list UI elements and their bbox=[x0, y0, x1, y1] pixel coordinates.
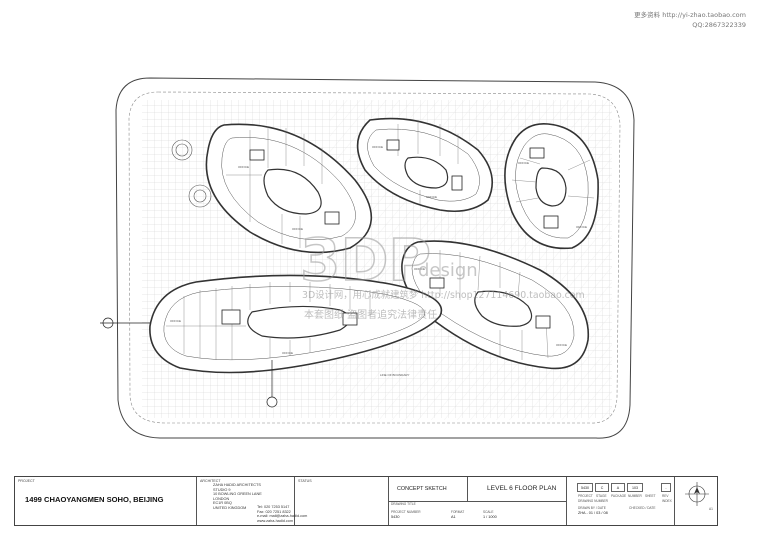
format-value: A1 bbox=[451, 515, 456, 519]
section-marker bbox=[100, 317, 278, 408]
contact-line: Tel: 020 7253 5147 bbox=[257, 505, 290, 509]
code-label: NUMBER bbox=[628, 494, 642, 498]
sheet-type: CONCEPT SKETCH bbox=[397, 486, 447, 492]
north-label: A1 bbox=[709, 507, 713, 511]
center-watermark: 3DP design 3D设计网，用心成就建筑梦 http://shop1271… bbox=[299, 225, 585, 321]
room-label: OFFICE bbox=[518, 161, 529, 165]
watermark-top: 更多资料 http://yi-zhao.taobao.com QQ:286732… bbox=[634, 10, 746, 30]
code-label: REV bbox=[662, 494, 669, 498]
project-number-label: PROJECT NUMBER bbox=[391, 510, 421, 514]
architect-cell: ARCHITECT ZAHA HADID ARCHITECTS STUDIO 9… bbox=[197, 477, 307, 525]
sheet-title: LEVEL 6 FLOOR PLAN bbox=[487, 485, 557, 492]
drawn-by: ZHA - 01 / 03 / 08 bbox=[578, 511, 608, 515]
room-label: OFFICE bbox=[556, 343, 567, 347]
architect-line: STUDIO 9 bbox=[213, 487, 231, 492]
code-box: - bbox=[661, 483, 671, 492]
code-label: SHEET bbox=[645, 494, 656, 498]
title-block: PROJECT 1499 CHAOYANGMEN SOHO, BEIJING A… bbox=[14, 476, 718, 526]
format-label: FORMAT bbox=[451, 510, 465, 514]
building-lower-right: OFFICE OFFICE bbox=[401, 240, 590, 370]
building-right: OFFICE OFFICE bbox=[504, 122, 599, 250]
architect-address: ZAHA HADID ARCHITECTS STUDIO 9 10 BOWLIN… bbox=[213, 483, 262, 511]
architect-line: LONDON bbox=[213, 496, 230, 501]
watermark-logo: 3DP bbox=[300, 226, 431, 294]
north-cell: A1 bbox=[675, 477, 717, 525]
room-label: OFFICE bbox=[238, 165, 249, 169]
code-box: 5430 bbox=[577, 483, 593, 492]
code-box: 103 bbox=[627, 483, 643, 492]
drawing-title-label: DRAWING TITLE bbox=[391, 502, 416, 506]
watermark-qq: QQ:2867322339 bbox=[692, 21, 746, 29]
watermark-notice: 本套图纸 盗图者追究法律责任 bbox=[304, 308, 437, 321]
architect-line: EC1R 0BQ bbox=[213, 501, 232, 506]
room-label: OFFICE bbox=[170, 319, 181, 323]
contact-line: Fax: 020 7251 8322 bbox=[257, 509, 291, 514]
drawn-by-label: DRAWN BY / DATE bbox=[578, 506, 606, 510]
watermark-url: 更多资料 http://yi-zhao.taobao.com bbox=[634, 11, 746, 19]
code-label: PROJECT bbox=[578, 494, 593, 498]
building-bottom-left: OFFICE OFFICE bbox=[149, 274, 443, 374]
project-label: PROJECT bbox=[18, 479, 35, 483]
room-label: OFFICE bbox=[282, 351, 293, 355]
north-arrow-icon bbox=[685, 482, 709, 506]
tree-symbol bbox=[171, 139, 212, 208]
scale-value: 1 / 1000 bbox=[483, 515, 497, 519]
room-label: OFFICE bbox=[372, 145, 383, 149]
architect-label: ARCHITECT bbox=[200, 479, 221, 483]
status-label: STATUS bbox=[298, 479, 312, 483]
code-box: C bbox=[595, 483, 609, 492]
architect-contact: Tel: 020 7253 5147 Fax: 020 7251 8322 e-… bbox=[257, 505, 307, 523]
project-number: 5430 bbox=[391, 515, 400, 519]
room-label: OFFICE bbox=[426, 195, 437, 199]
code-box: A bbox=[611, 483, 625, 492]
code-label: PACKAGE bbox=[611, 494, 627, 498]
project-cell: PROJECT 1499 CHAOYANGMEN SOHO, BEIJING bbox=[15, 477, 197, 525]
drawing-number-cell: 5430 C A 103 - PROJECT STAGE PACKAGE NUM… bbox=[567, 477, 675, 525]
index-label: INDEX bbox=[662, 499, 672, 503]
status-cell: STATUS bbox=[295, 477, 389, 525]
drawing-number-label: DRAWING NUMBER bbox=[578, 499, 608, 503]
room-label: OFFICE bbox=[576, 225, 587, 229]
sheet-cell: CONCEPT SKETCH LEVEL 6 FLOOR PLAN DRAWIN… bbox=[389, 477, 567, 525]
watermark-logo-suffix: design bbox=[418, 260, 478, 281]
project-name: 1499 CHAOYANGMEN SOHO, BEIJING bbox=[25, 495, 164, 504]
architect-line: UNITED KINGDOM bbox=[213, 505, 247, 510]
building-top-left: OFFICE OFFICE bbox=[205, 123, 373, 254]
checked-label: CHECKED / DATE bbox=[629, 506, 656, 510]
boundary-label: LINE OF BOUNDARY bbox=[380, 373, 409, 377]
room-label: OFFICE bbox=[414, 267, 425, 271]
watermark-url-text: 3D设计网，用心成就建筑梦 http://shop127114690.taoba… bbox=[302, 289, 585, 301]
site-inner-boundary bbox=[128, 91, 621, 424]
building-top-middle: OFFICE OFFICE bbox=[356, 117, 494, 213]
architect-line: 10 BOWLING GREEN LANE bbox=[213, 492, 262, 497]
contact-line: e-mail: mail@zaha-hadid.com bbox=[257, 514, 308, 519]
code-label: STAGE bbox=[596, 494, 607, 498]
architect-line: ZAHA HADID ARCHITECTS bbox=[213, 483, 261, 487]
contact-line: www.zaha-hadid.com bbox=[257, 518, 294, 523]
room-label: OFFICE bbox=[292, 227, 303, 231]
scale-label: SCALE bbox=[483, 510, 494, 514]
